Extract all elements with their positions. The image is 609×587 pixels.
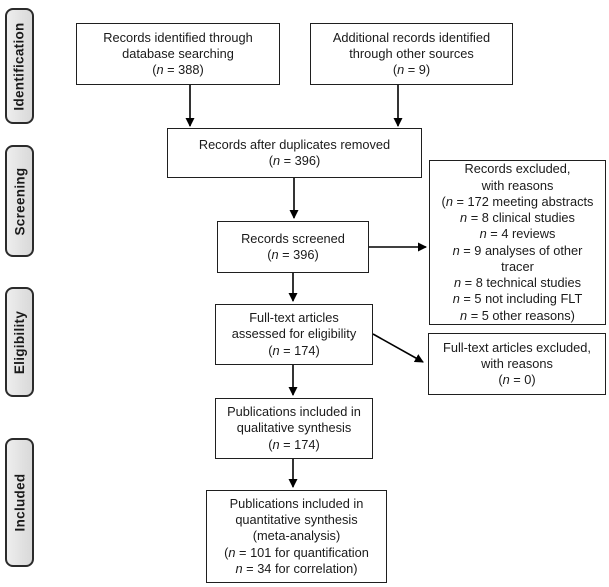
stage-label-text: Screening (12, 167, 28, 235)
box-records-excluded-with-reasons: Records excluded,with reasons(n = 172 me… (429, 160, 606, 325)
stage-label-identification: Identification (5, 8, 34, 124)
stage-label-text: Eligibility (12, 310, 27, 374)
stage-label-screening: Screening (5, 145, 34, 257)
box-text: Records screened(n = 396) (241, 230, 345, 262)
box-fulltext-excluded-with-reasons: Full-text articles excluded,with reasons… (428, 333, 606, 395)
box-records-after-duplicates-removed: Records after duplicates removed(n = 396… (167, 128, 422, 178)
box-text: Full-text articles excluded,with reasons… (443, 339, 591, 388)
box-text: Records after duplicates removed(n = 396… (198, 136, 391, 168)
box-records-screened: Records screened(n = 396) (217, 221, 369, 273)
stage-label-text: Identification (12, 21, 28, 111)
arrow-fulltext-to-fulltext-excluded (372, 333, 424, 363)
stage-label-text: Included (12, 473, 27, 532)
stage-label-eligibility: Eligibility (5, 287, 34, 397)
stage-label-included: Included (5, 438, 34, 567)
box-text: Records excluded,with reasons(n = 172 me… (441, 161, 594, 323)
